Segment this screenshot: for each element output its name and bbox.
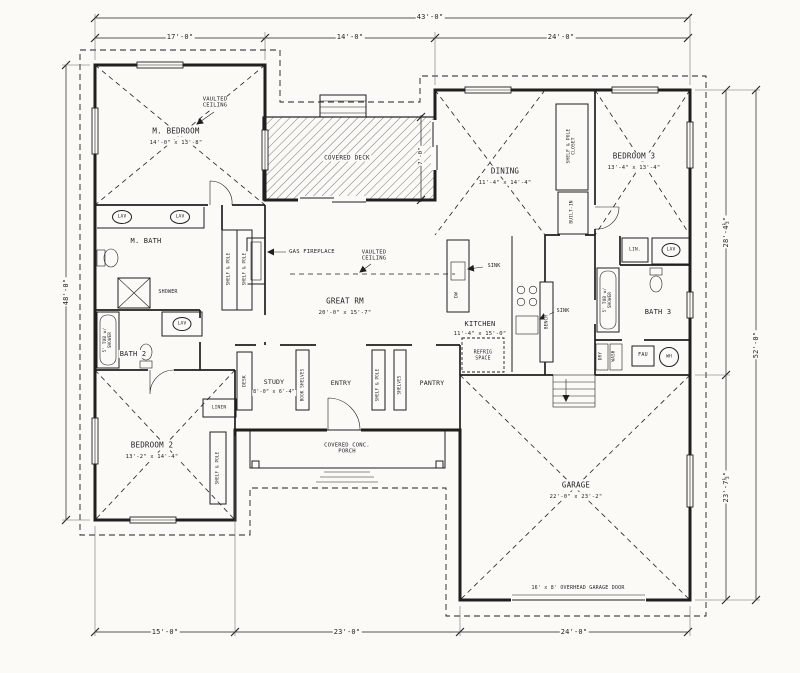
- label-bedroom-2-size: 13'-2" x 14'-4": [124, 453, 180, 461]
- label-bath-3: BATH 3: [643, 307, 673, 317]
- label-dry: DRY: [597, 350, 604, 362]
- bath3-fixtures: [596, 243, 681, 333]
- bath2-fixtures: [96, 311, 203, 369]
- dim-right-lower: 23'-7½": [721, 470, 731, 504]
- porch-outline: [249, 429, 446, 483]
- dim-right-upper: 28'-4½": [721, 215, 731, 249]
- label-kitchen-size: 11'-4" x 15'-0": [452, 330, 508, 338]
- label-entry: ENTRY: [329, 379, 353, 388]
- label-dining: DINING: [489, 166, 521, 177]
- label-sink-island: SINK: [486, 263, 502, 270]
- label-bench: BENCH: [544, 313, 550, 331]
- label-tub-bath3: 5' TUB w/ SHOWER: [602, 286, 613, 314]
- label-book-shelves: BOOK SHELVES: [299, 367, 306, 403]
- label-bath-2: BATH 2: [118, 349, 148, 359]
- label-garage-door: 16' x 8' OVERHEAD GARAGE DOOR: [530, 585, 626, 592]
- label-m-bedroom: M. BEDROOM: [151, 126, 201, 137]
- label-lav-mbath-1: LAV: [116, 214, 128, 220]
- dim-top-right: 24'-0": [546, 32, 576, 42]
- laundry-machines-icon: [595, 343, 623, 371]
- garage-door-line: [511, 594, 646, 605]
- label-lav-mbath-2: LAV: [174, 214, 186, 220]
- range-burners-icon: [516, 285, 538, 307]
- label-refrig-space: REFRIG SPACE: [472, 350, 494, 362]
- label-bedroom-2: BEDROOM 2: [129, 440, 175, 451]
- dim-right-overall: 52'-0": [751, 330, 761, 360]
- label-desk: DESK: [242, 374, 248, 388]
- dim-left-overall: 48'-0": [61, 277, 71, 307]
- label-shelves: SHELVES: [396, 374, 403, 396]
- label-great-rm-size: 20'-0" x 15'-7": [317, 309, 373, 317]
- label-covered-deck: COVERED DECK: [323, 154, 371, 162]
- kitchen-island-icon: [446, 239, 470, 313]
- toilet-icon: [96, 248, 663, 369]
- label-vaulted-ceiling-great: VAULTED CEILING: [360, 249, 388, 263]
- label-garage: GARAGE: [560, 480, 592, 491]
- label-gas-fireplace: GAS FIREPLACE: [288, 248, 336, 256]
- kitchen-counter-icon: [511, 236, 539, 372]
- label-study: STUDY: [262, 378, 286, 387]
- label-bedroom-3: BEDROOM 3: [611, 151, 657, 162]
- label-wh: WH: [665, 354, 673, 360]
- label-garage-size: 22'-0" x 23'-2": [548, 493, 604, 501]
- refrigerator-space-outline: [461, 337, 505, 373]
- dim-bottom-left: 15'-0": [150, 627, 180, 637]
- label-shelf-pole-mbath-2: SHELF & POLE: [241, 251, 248, 287]
- label-shelf-pole-mbath-1: SHELF & POLE: [225, 251, 232, 287]
- dim-top-middle: 14'-0": [335, 32, 365, 42]
- label-bedroom-3-size: 13'-4" x 13'-4": [606, 164, 662, 172]
- label-lin: LIN.: [628, 247, 642, 253]
- mbath-vanity-icon: [97, 207, 205, 229]
- furnace-icon: [631, 345, 655, 367]
- label-shelf-pole-entry: SHELF & POLE: [374, 367, 381, 403]
- window-icons: [91, 61, 694, 524]
- label-linen: LINEN: [210, 405, 228, 411]
- label-m-bedroom-size: 14'-0" x 13'-8": [148, 139, 204, 147]
- label-pantry: PANTRY: [418, 379, 446, 388]
- label-sink-kitchen: SINK: [555, 308, 571, 315]
- label-m-bath: M. BATH: [129, 236, 163, 246]
- label-lav-bath2: LAV: [176, 321, 188, 327]
- label-study-size: 8'-0" x 6'-4": [252, 389, 296, 396]
- label-great-rm: GREAT RM: [325, 296, 365, 307]
- dim-bottom-middle: 23'-0": [332, 627, 362, 637]
- label-kitchen: KITCHEN: [463, 319, 497, 329]
- dim-top-overall: 43'-0": [415, 12, 445, 22]
- roof-overhang-outline: [79, 49, 707, 617]
- label-dining-size: 11'-4" x 14'-4": [477, 179, 533, 187]
- dim-deck-depth: 7'-0": [417, 146, 425, 166]
- label-built-in: BUILT-IN: [569, 199, 575, 225]
- water-heater-icon: [659, 347, 679, 367]
- label-shower: SHOWER: [157, 289, 179, 296]
- label-tub-bath2: 5' TUB w/ SHOWER: [102, 326, 113, 354]
- label-covered-porch: COVERED CONC. PORCH: [323, 442, 371, 456]
- label-vaulted-ceiling-mbr: VAULTED CEILING: [201, 96, 229, 110]
- label-shelf-pole-br2: SHELF & POLE: [214, 450, 221, 486]
- dim-top-left: 17'-0": [165, 32, 195, 42]
- label-fau: FAU: [637, 352, 649, 359]
- stairs-icon: [552, 374, 596, 408]
- sliding-door-icon: [298, 120, 439, 204]
- leader-arrows: [196, 111, 555, 320]
- label-dw: DW: [454, 291, 460, 299]
- dim-bottom-right: 24'-0": [559, 627, 589, 637]
- label-lav-bath3: LAV: [665, 247, 677, 253]
- shower-icon: [117, 277, 151, 309]
- label-shelf-pole-closet-br3: SHELF & POLE CLOSET: [566, 127, 578, 165]
- label-wash: WASH: [610, 349, 617, 363]
